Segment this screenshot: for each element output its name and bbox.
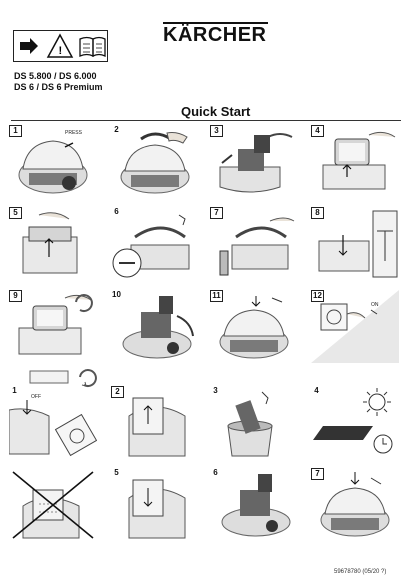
step-number: 6 xyxy=(213,468,218,477)
read-manual-icons: ! xyxy=(20,33,106,58)
step-a10-illustration: 10 xyxy=(111,290,199,363)
step-b2-illustration: 2 xyxy=(111,386,199,459)
step-number: 12 xyxy=(311,290,324,302)
model-line-2: DS 6 / DS 6 Premium xyxy=(14,82,103,92)
step-number: 9 xyxy=(9,290,22,302)
step-number: 5 xyxy=(114,468,119,477)
warning-triangle-icon xyxy=(46,33,74,58)
step-number: 10 xyxy=(112,290,121,299)
document-code: 59678780 (05/20 ?) xyxy=(334,569,387,575)
step-a1-illustration: 1 PRESS xyxy=(9,125,97,198)
off-label: OFF xyxy=(31,394,41,400)
step-a4-illustration: 4 xyxy=(311,125,399,198)
model-line-1: DS 5.800 / DS 6.000 xyxy=(14,71,97,81)
step-a3-illustration: 3 xyxy=(210,125,298,198)
title-divider xyxy=(11,120,401,121)
step-number: 1 xyxy=(9,125,22,137)
logo-bar xyxy=(163,22,268,24)
sun-icon xyxy=(368,393,386,411)
step-a8-illustration: 8 xyxy=(311,207,399,280)
step-number: 2 xyxy=(114,125,119,134)
step-a2-illustration: 2 xyxy=(111,125,199,198)
step-number: 7 xyxy=(210,207,223,219)
step-number: 3 xyxy=(213,386,218,395)
filter-cycle-graphic xyxy=(28,367,108,389)
step-a6-illustration: 6 xyxy=(111,207,199,280)
step-b4-illustration: 4 xyxy=(311,386,399,459)
step-number: 4 xyxy=(311,125,324,137)
step-a12-illustration: 12 ON xyxy=(311,290,399,363)
step-a11-illustration: 11 xyxy=(210,290,298,363)
step-number: 1 xyxy=(12,386,17,395)
step-number: 6 xyxy=(114,207,119,216)
manual-book-icon xyxy=(79,36,106,58)
step-b5-illustration: 5 xyxy=(111,468,199,541)
step-number: 4 xyxy=(314,386,319,395)
step-b1-illustration: 1 OFF xyxy=(9,386,97,459)
step-number: 2 xyxy=(111,386,124,398)
step-b7-illustration: 7 xyxy=(311,468,399,541)
svg-text:!: ! xyxy=(59,45,63,57)
step-number: 8 xyxy=(311,207,324,219)
step-number: 3 xyxy=(210,125,223,137)
step-a9-illustration: 9 xyxy=(9,290,97,363)
arrow-icon xyxy=(20,38,38,54)
step-b-prohibited-illustration xyxy=(9,468,97,541)
refresh-icon-small xyxy=(70,292,98,314)
step-b3-illustration: 3 xyxy=(210,386,298,459)
press-label: PRESS xyxy=(65,130,82,136)
step-number: 5 xyxy=(9,207,22,219)
clock-icon xyxy=(373,434,393,454)
step-number: 11 xyxy=(210,290,223,302)
refresh-icon xyxy=(79,369,97,388)
step-b6-illustration: 6 xyxy=(210,468,298,541)
step-number: 7 xyxy=(311,468,324,480)
step-a5-illustration: 5 xyxy=(9,207,97,280)
on-label: ON xyxy=(371,302,379,308)
safety-instructions-box: ! xyxy=(13,30,108,62)
brand-logo: KÄRCHER xyxy=(163,24,267,46)
step-a7-illustration: 7 xyxy=(210,207,298,280)
page-title: Quick Start xyxy=(181,104,251,119)
